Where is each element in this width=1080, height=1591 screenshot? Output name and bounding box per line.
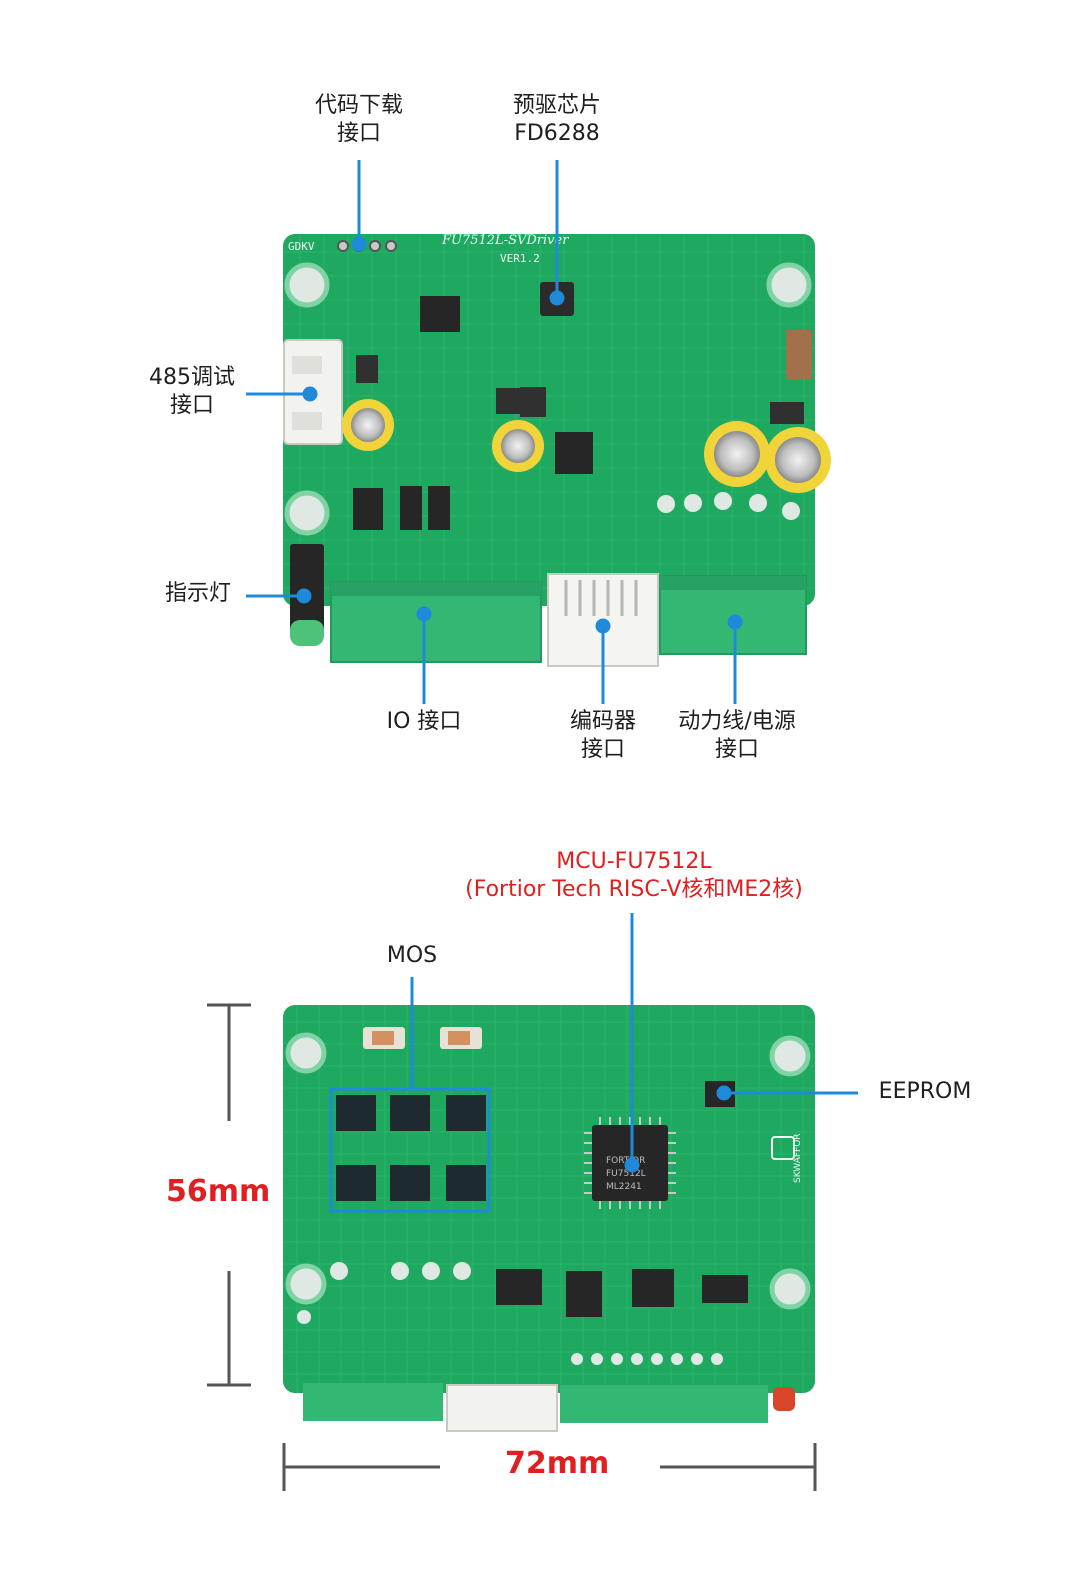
label-encoder: 编码器 接口 [569,709,636,762]
silk-gdkv: GDKV [288,240,315,253]
bottom-board-illustration: FORTIOR FU7512L ML2241 SKWAFFOR [207,913,858,1491]
top-board-illustration: GDKV FU7512L-SVDriver VER1.2 [246,160,831,704]
label-indicator: 指示灯 [164,581,231,606]
label-eeprom: EEPROM [878,1079,972,1104]
label-predriver: 预驱芯片 FD6288 [512,93,601,146]
label-code-download: 代码下载 接口 [314,93,403,146]
mcu-chip-line2: FU7512L [606,1169,646,1179]
label-mos: MOS [386,943,438,968]
mcu-chip-line3: ML2241 [606,1182,642,1192]
dimension-width: 72mm [505,1446,610,1481]
label-mcu: MCU-FU7512L (Fortior Tech RISC-V核和ME2核) [465,849,803,902]
label-power: 动力线/电源 接口 [678,709,796,762]
silk-sk: SKWAFFOR [793,1133,803,1183]
mos-group-outline [329,1087,491,1213]
dimension-lines [207,1003,817,1491]
label-io: IO 接口 [386,709,462,734]
silk-version: VER1.2 [500,252,540,265]
label-debug485: 485调试 接口 [149,365,235,418]
indicator-led [290,544,324,634]
dimension-height: 56mm [166,1174,271,1209]
silk-board-title: FU7512L-SVDriver [441,233,569,248]
